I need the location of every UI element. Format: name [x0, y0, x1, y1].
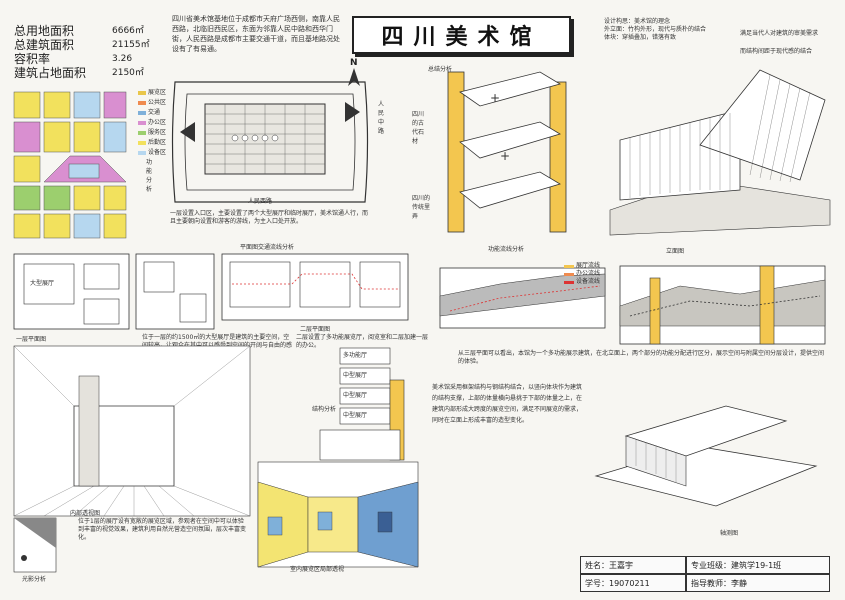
legend: 展览区 公共区 交通 办公区 服务区 后勤区 设备区 — [138, 88, 168, 158]
legend-item: 办公流线 — [564, 270, 600, 278]
legend-swatch — [564, 280, 574, 284]
ground-floor-plan-title: 一层平面图 — [16, 336, 47, 343]
design-note: 满足当代人对建筑的审美需求 — [740, 30, 819, 37]
exhibit-perspective-title: 室内展览区局部透视 — [290, 566, 345, 573]
legend-item: 公共区 — [138, 98, 168, 108]
interior-note: 位于1层的展厅设有宽敞的展览区域，参观者在空间中可以体验到丰富的视觉效果，建筑利… — [78, 518, 247, 541]
flow-analysis-title: 平面图交通流线分析 — [240, 244, 295, 251]
north-label: N — [350, 58, 358, 68]
stat-label-footprint: 建筑占地面积 — [14, 66, 87, 80]
land-use-map-drawing — [13, 91, 127, 239]
light-analysis-title: 光影分析 — [22, 576, 47, 583]
svg-text:+: + — [490, 91, 500, 105]
section-legend: 展厅流线 办公流线 设备流线 — [564, 262, 600, 286]
stat-value-building: 21155㎡ — [112, 40, 150, 50]
exhibit-perspective-drawing — [257, 461, 419, 568]
stats-labels: 总用地面积 总建筑面积 容积率 建筑占地面积 — [14, 24, 94, 80]
svg-text:+: + — [500, 149, 510, 163]
legend-item: 展厅流线 — [564, 262, 600, 270]
structure-room: 多功能厅 — [343, 352, 368, 359]
structure-drawing — [319, 347, 405, 461]
second-floor-plan-drawing — [221, 253, 409, 321]
land-use-map — [13, 91, 134, 242]
plan-detail-drawing — [135, 253, 215, 330]
design-note: 体块：穿插叠加，错落有致 — [604, 34, 677, 41]
teacher-field: 指导教师：李静 — [686, 574, 830, 592]
design-note: 外立面：竹构外形，现代与质朴的结合 — [604, 26, 707, 33]
axonometric-title: 轴测图 — [720, 530, 739, 537]
legend-swatch — [138, 141, 146, 145]
legend-swatch — [138, 121, 146, 125]
stat-label-building: 总建筑面积 — [14, 38, 75, 52]
stat-value-site: 6666㎡ — [112, 26, 144, 36]
legend-swatch — [138, 111, 146, 115]
design-notes: 设计构思：美术馆的理念 外立面：竹构外形，现代与质朴的结合 体块：穿插叠加，错落… — [604, 18, 834, 55]
building-perspective-drawing — [609, 69, 831, 236]
legend-swatch — [138, 101, 146, 105]
elevation-drawing — [619, 265, 826, 345]
legend-item: 设备区 — [138, 148, 168, 158]
stats-values: 6666㎡ 21155㎡ 3.26 2150㎡ — [112, 24, 152, 80]
concept-label-stone: 四川的古代石材 — [412, 111, 425, 145]
interior-perspective-title: 内部透视图 — [70, 510, 101, 517]
structure-note: 美术馆采用框架结构与钢结构结合，以竖向体块作为建筑的结构支撑，上部的体量横向悬挑… — [432, 384, 583, 424]
student-id-field: 学号：19070211 — [580, 574, 686, 592]
legend-item: 设备流线 — [564, 278, 600, 286]
concept-label-lane: 四川的传统里弄 — [412, 195, 431, 220]
interior-perspective-drawing — [13, 345, 251, 517]
road-label-renmin-zhonglu: 人民中路 — [378, 101, 385, 135]
structure-room: 中型展厅 — [343, 392, 368, 399]
legend-swatch — [564, 272, 574, 276]
design-note: 设计构思：美术馆的理念 — [604, 18, 671, 25]
stat-value-footprint: 2150㎡ — [112, 68, 144, 78]
legend-swatch — [564, 264, 574, 268]
stat-value-far: 3.26 — [112, 54, 133, 64]
light-analysis-drawing — [13, 517, 57, 573]
section-note: 从三层平面可以看出，本馆为一个多功能展示建筑，在北立面上，两个部分的功能分配进行… — [458, 350, 825, 365]
section-flow-drawing — [439, 267, 606, 329]
concept-top-label: 总结分析 — [428, 66, 453, 73]
concept-diagram: + + — [447, 71, 567, 233]
structure-rooms: 多功能厅 中型展厅 中型展厅 中型展厅 — [343, 352, 387, 432]
legend-swatch — [138, 91, 146, 95]
elevation-title: 立面图 — [666, 248, 685, 255]
legend-item: 办公区 — [138, 118, 168, 128]
site-note: 一层设置入口区，主要设置了两个大型展厅和临时展厅，美术馆通人行，而且主要朝向设置… — [170, 210, 369, 225]
stat-label-far: 容积率 — [14, 52, 51, 66]
second-floor-plan-title: 二层平面图 — [300, 326, 331, 333]
structure-analysis-title: 结构分析 — [312, 406, 337, 413]
axonometric-drawing — [594, 405, 818, 507]
site-intro-text: 四川省美术馆基地位于成都市天府广场西侧，南靠人民西路，北临旧西民区，东面为邻靠人… — [172, 15, 340, 53]
site-plan-drawing — [171, 81, 369, 203]
structure-room: 中型展厅 — [343, 372, 368, 379]
page-title: 四川美术馆 — [352, 16, 571, 54]
second-floor-note: 二层设置了多功能展览厅，阅览室和二层加建一层的办公。 — [296, 334, 429, 349]
class-field: 专业班级：建筑学19-1班 — [686, 556, 830, 574]
legend-item: 服务区 — [138, 128, 168, 138]
road-label-renmin-xilu: 人民西路 — [248, 198, 273, 205]
legend-swatch — [138, 131, 146, 135]
stat-label-site: 总用地面积 — [14, 24, 75, 38]
legend-item: 交通 — [138, 108, 168, 118]
legend-swatch — [138, 151, 146, 155]
structure-room: 中型展厅 — [343, 412, 368, 419]
design-note: 而结构间距于现代感的结合 — [740, 48, 813, 55]
great-hall-label: 大型展厅 — [30, 280, 55, 287]
function-flow-title: 功能流线分析 — [488, 246, 525, 253]
legend-item: 展览区 — [138, 88, 168, 98]
name-field: 姓名：王嘉宇 — [580, 556, 686, 574]
function-analysis-label: 功能分析 — [146, 159, 153, 193]
ground-floor-plan-drawing — [13, 253, 130, 330]
legend-item: 后勤区 — [138, 138, 168, 148]
